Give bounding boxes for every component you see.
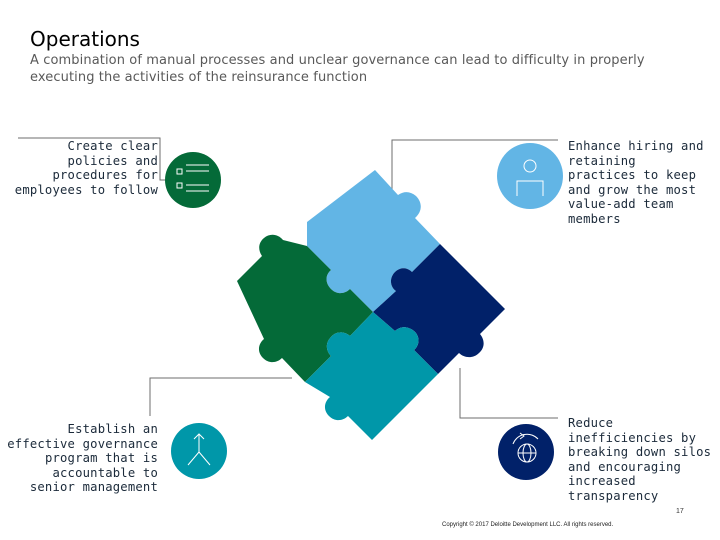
- page-title: Operations: [30, 27, 140, 51]
- connector-line-bottom-left: [149, 377, 292, 416]
- callout-policies: Create clear policies and procedures for…: [14, 139, 158, 197]
- puzzle-green: [237, 234, 373, 382]
- puzzle-light-blue: [307, 170, 440, 312]
- callout-hiring: Enhance hiring and retaining practices t…: [568, 139, 704, 226]
- page-subtitle: A combination of manual processes and un…: [30, 53, 645, 85]
- callout-governance: Establish an effective governance progra…: [7, 422, 158, 495]
- connector-line-bottom-right: [459, 368, 558, 419]
- connector-line-top-left: [18, 137, 165, 181]
- globe-refresh-icon: [498, 424, 554, 480]
- merge-arrow-icon: [171, 423, 227, 479]
- callout-inefficiencies: Reduce inefficiencies by breaking down s…: [568, 416, 712, 503]
- person-icon: [497, 143, 563, 209]
- copyright-notice: Copyright © 2017 Deloitte Development LL…: [442, 522, 614, 528]
- puzzle-teal: [305, 312, 438, 440]
- checklist-icon: [165, 152, 221, 208]
- puzzle-navy: [373, 244, 505, 374]
- page-number: 17: [676, 508, 684, 515]
